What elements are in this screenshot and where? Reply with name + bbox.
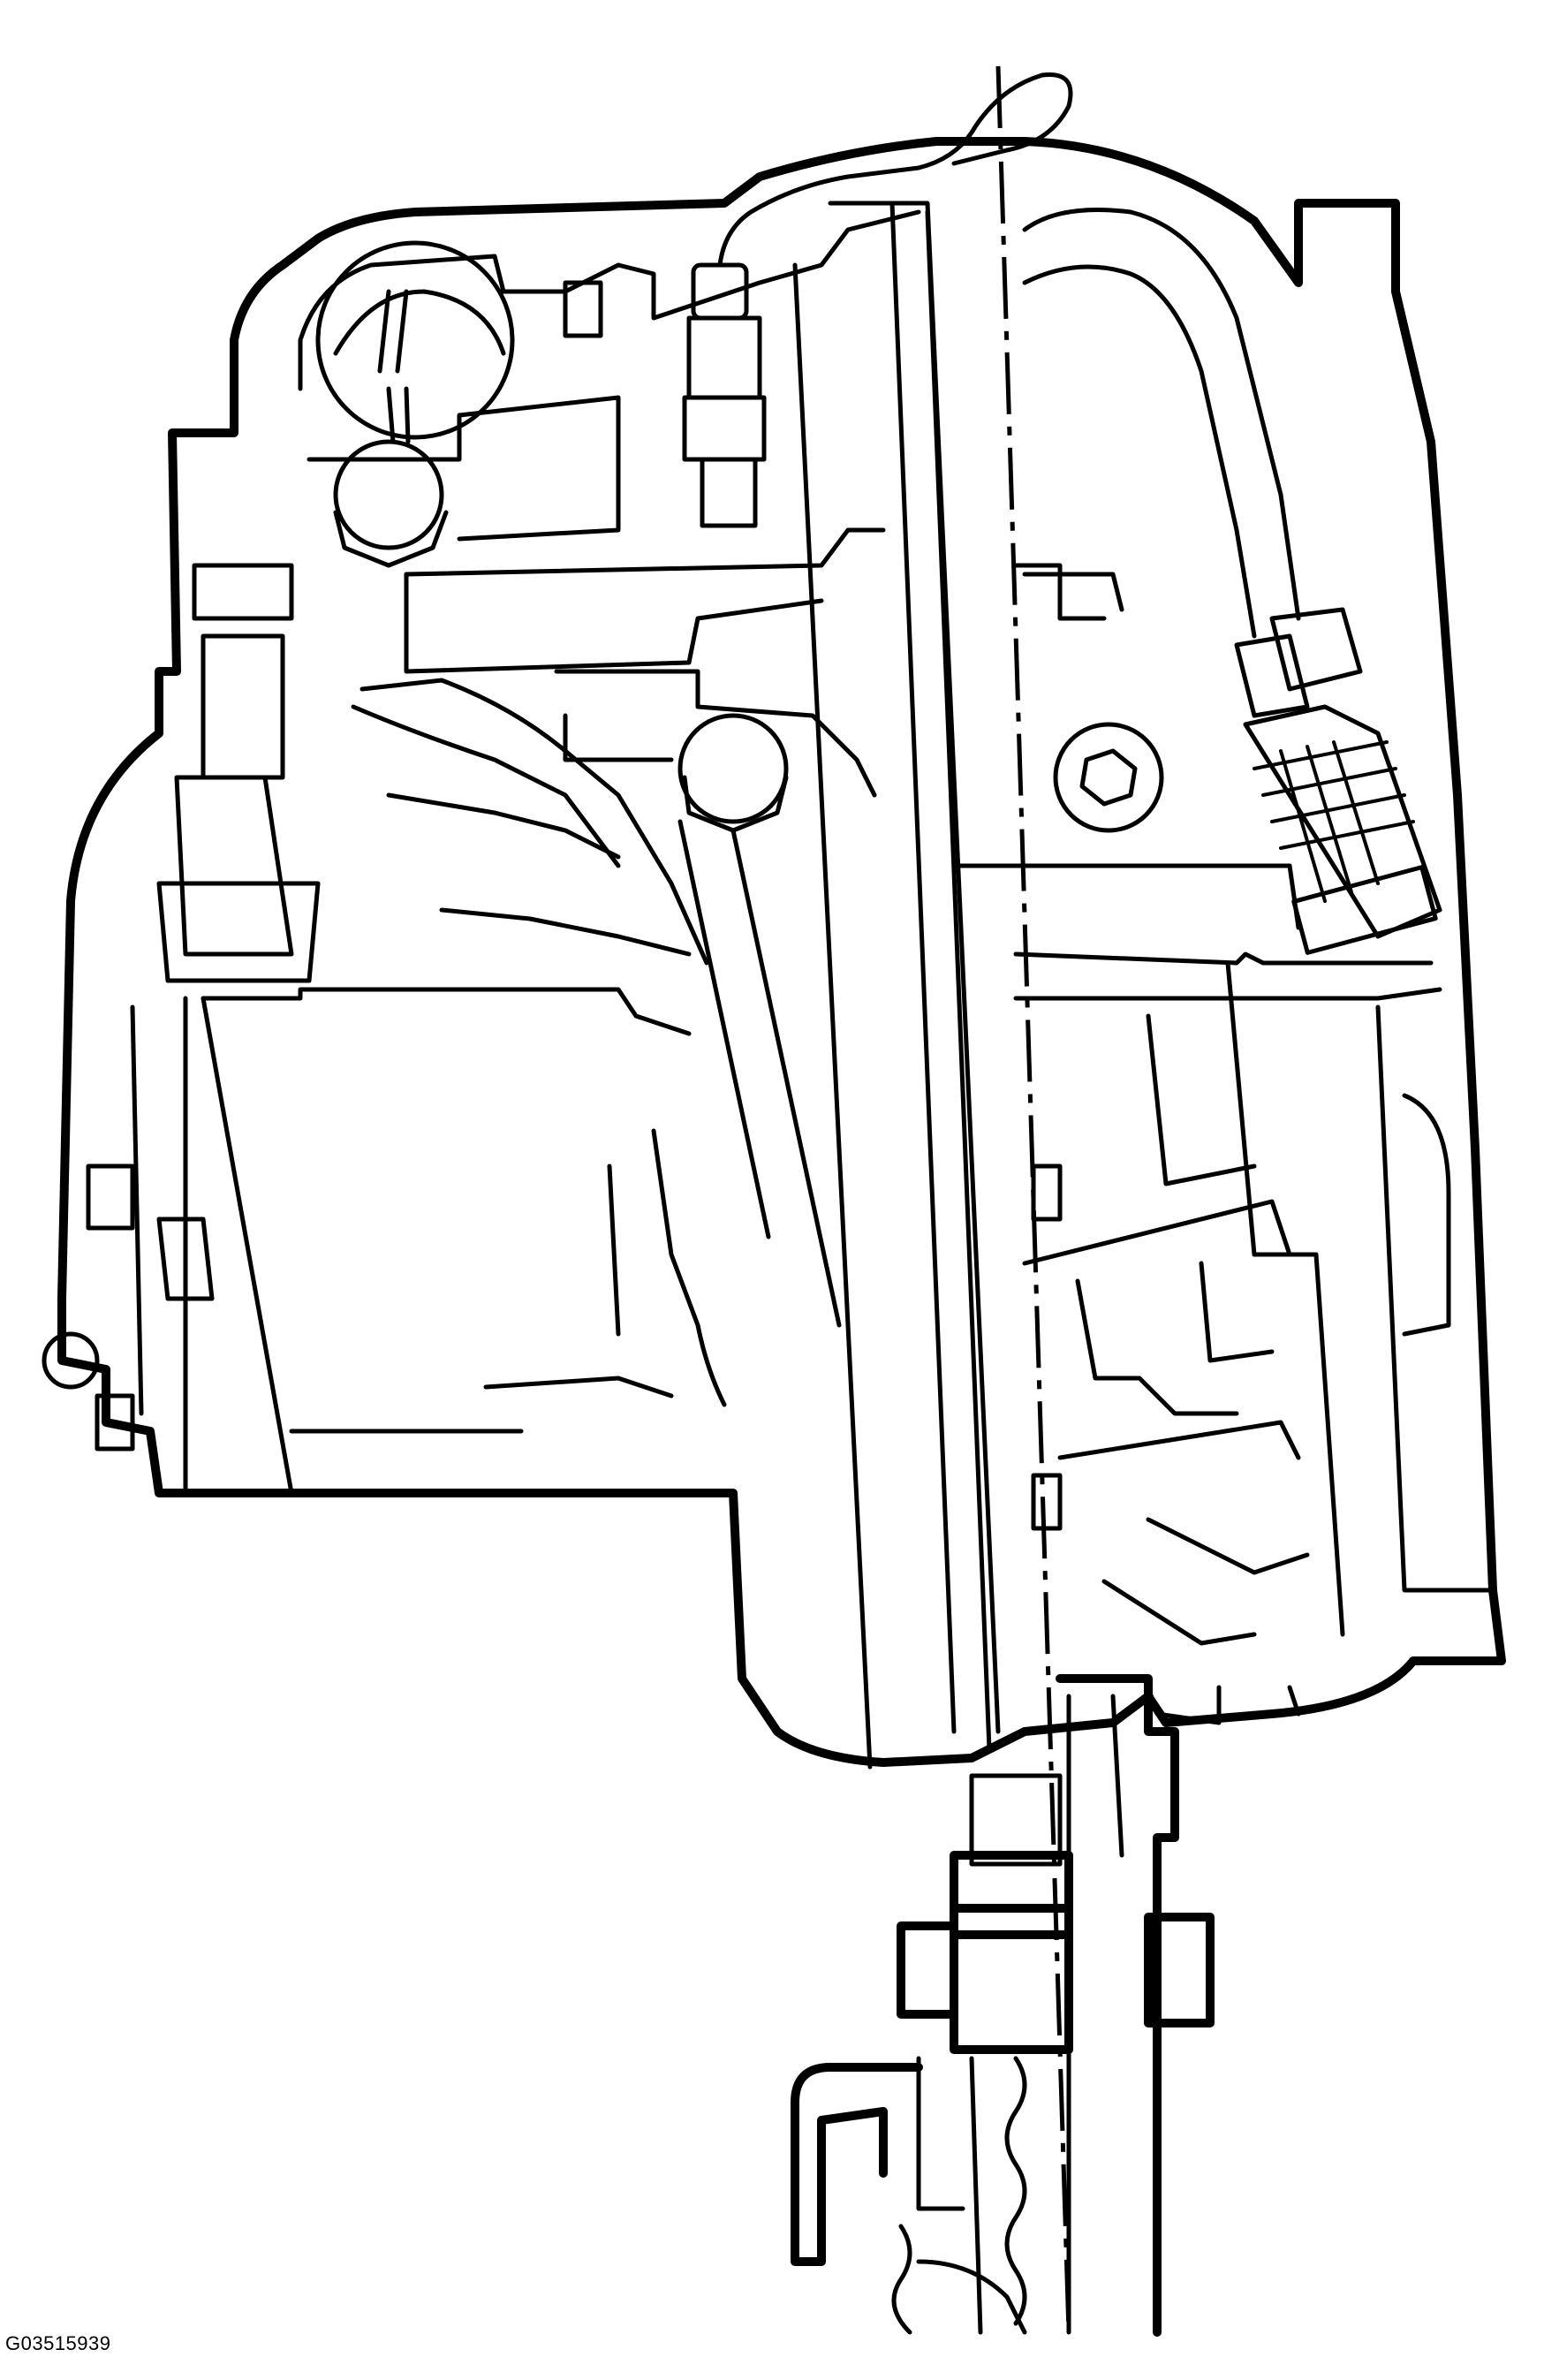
sensor-wire — [717, 72, 1073, 268]
bolt-head-upper — [333, 439, 444, 550]
speed-sensor-body — [686, 315, 762, 400]
side-bolt-left-1 — [86, 1163, 135, 1231]
connector-housing — [1291, 865, 1438, 955]
chain-links — [891, 2056, 1027, 2335]
housing-outline — [57, 137, 1506, 1767]
bolt-right-lower — [1031, 1163, 1063, 1222]
side-cover-right — [1402, 1093, 1451, 1337]
side-bolt-left-2 — [95, 1393, 135, 1451]
cooler-hose — [1022, 208, 1301, 639]
speed-sensor-connector — [682, 395, 767, 462]
bolt-head-right — [1053, 722, 1164, 833]
top-fitting — [563, 280, 603, 338]
mount-bracket — [554, 669, 877, 798]
bolt-head-center — [677, 713, 789, 824]
centerline-axis — [995, 65, 1071, 2333]
mount-boss-inner — [333, 289, 506, 356]
mount-boss — [315, 240, 515, 440]
output-flange — [969, 1773, 1063, 1867]
axle-nut-left — [897, 1921, 958, 2019]
lower-left-housing — [201, 987, 692, 1036]
drain-plug-left — [42, 1331, 100, 1390]
output-yoke — [950, 1851, 1073, 1939]
bracket-arm — [677, 819, 842, 1328]
figure-id: G03515939 — [5, 2332, 111, 2354]
case-center-band — [828, 201, 1001, 1734]
tie-rod — [791, 2063, 923, 2266]
axle-nut-right — [1144, 1913, 1215, 2028]
axle-shaft — [1056, 1674, 1179, 2337]
upper-housing — [298, 209, 921, 391]
